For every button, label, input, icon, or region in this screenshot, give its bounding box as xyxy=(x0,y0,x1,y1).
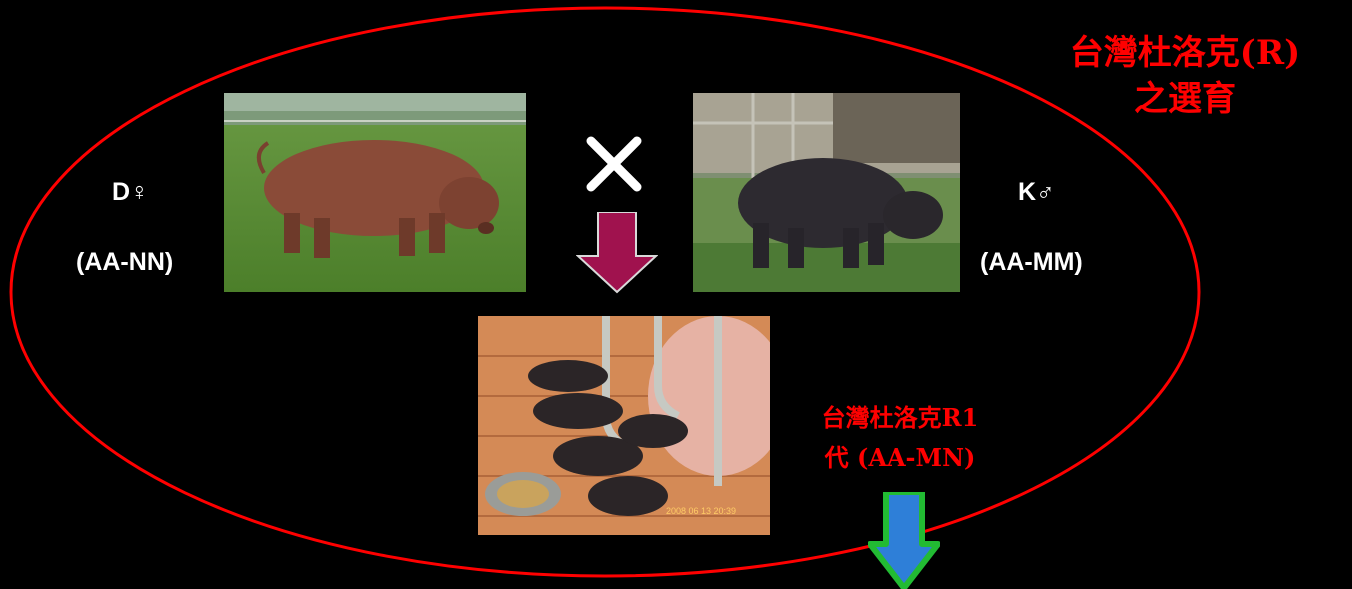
female-parent-label: D♀ xyxy=(112,178,149,206)
title-line-1: 台灣杜洛克(R) xyxy=(1069,33,1301,73)
offspring-line-2: 代 (AA-MN) xyxy=(824,443,976,472)
offspring-arrow-icon xyxy=(576,212,658,294)
female-parent-genotype: (AA-NN) xyxy=(76,248,174,276)
title-line-2: 之選育 xyxy=(1134,79,1236,119)
cross-symbol xyxy=(586,136,642,192)
slide-title: 台灣杜洛克(R) 之選育 xyxy=(1020,30,1350,122)
photo-timestamp: 2008 06 13 20:39 xyxy=(666,506,736,516)
r1-piglets-photo: 2008 06 13 20:39 xyxy=(478,316,770,535)
male-parent-genotype: (AA-MM) xyxy=(980,248,1083,276)
offspring-line-1: 台灣杜洛克R1 xyxy=(821,403,979,432)
next-generation-arrow-icon xyxy=(868,492,940,589)
offspring-label: 台灣杜洛克R1 代 (AA-MN) xyxy=(775,398,1025,478)
male-parent-label: K♂ xyxy=(1018,178,1055,206)
kurobuta-boar-photo xyxy=(693,93,960,292)
duroc-sow-photo xyxy=(224,93,526,292)
